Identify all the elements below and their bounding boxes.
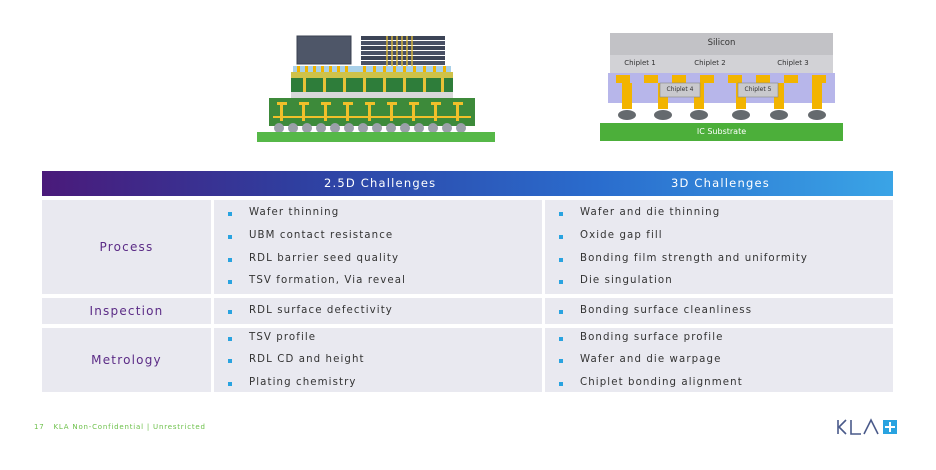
- list-item: Wafer and die thinning: [558, 207, 719, 218]
- header-3d-challenges: 3D Challenges: [671, 176, 770, 190]
- list-item: Bonding surface cleanliness: [558, 305, 751, 316]
- list-item: Bonding surface profile: [559, 332, 722, 343]
- process-2-5d-cell: Wafer thinning UBM contact resistance RD…: [214, 200, 542, 294]
- list-item: RDL surface defectivity: [228, 305, 392, 316]
- diagram-3d-stack: Silicon Chiplet 1 Chiplet 2 Chiplet 3 Ch…: [600, 33, 843, 143]
- row-label-text: Inspection: [89, 304, 164, 318]
- inspection-2-5d-cell: RDL surface defectivity: [214, 298, 542, 324]
- chiplet-1-label: Chiplet 1: [624, 59, 656, 67]
- row-label-metrology: Metrology: [42, 328, 211, 392]
- metrology-3d-cell: Bonding surface profile Wafer and die wa…: [545, 328, 893, 392]
- chiplet-3-label: Chiplet 3: [777, 59, 809, 67]
- metrology-2-5d-cell: TSV profile RDL CD and height Plating ch…: [214, 328, 542, 392]
- row-label-text: Process: [99, 240, 154, 254]
- row-label-inspection: Inspection: [42, 298, 211, 324]
- footer: 17 KLA Non-Confidential | Unrestricted: [34, 423, 206, 431]
- list-item: Plating chemistry: [228, 377, 355, 388]
- list-item: RDL CD and height: [228, 354, 364, 365]
- list-item: TSV profile: [227, 332, 315, 343]
- inspection-3d-cell: Bonding surface cleanliness: [545, 298, 893, 324]
- list-item: Oxide gap fill: [559, 230, 662, 241]
- list-item: TSV formation, Via reveal: [227, 275, 405, 286]
- list-item: Bonding film strength and uniformity: [558, 253, 807, 264]
- row-label-text: Metrology: [91, 353, 162, 367]
- kla-logo: [837, 418, 897, 435]
- chiplet-5-label: Chiplet 5: [744, 86, 772, 93]
- challenges-table-header: 2.5D Challenges 3D Challenges: [42, 171, 893, 196]
- list-item: UBM contact resistance: [227, 230, 392, 241]
- silicon-label: Silicon: [707, 38, 736, 48]
- ic-substrate-label: IC Substrate: [696, 127, 747, 136]
- list-item: Wafer and die warpage: [558, 354, 720, 365]
- list-item: Wafer thinning: [227, 207, 338, 218]
- chiplet-2-label: Chiplet 2: [694, 59, 726, 67]
- list-item: Die singulation: [559, 275, 672, 286]
- header-2-5d-challenges: 2.5D Challenges: [324, 176, 437, 190]
- row-label-process: Process: [42, 200, 211, 294]
- chiplet-4-label: Chiplet 4: [666, 86, 694, 93]
- classification-label: KLA Non-Confidential | Unrestricted: [53, 423, 206, 431]
- diagram-2-5d-package: [257, 35, 495, 142]
- page-number: 17: [34, 423, 45, 431]
- list-item: RDL barrier seed quality: [227, 253, 398, 264]
- list-item: Chiplet bonding alignment: [559, 377, 742, 388]
- process-3d-cell: Wafer and die thinning Oxide gap fill Bo…: [545, 200, 893, 294]
